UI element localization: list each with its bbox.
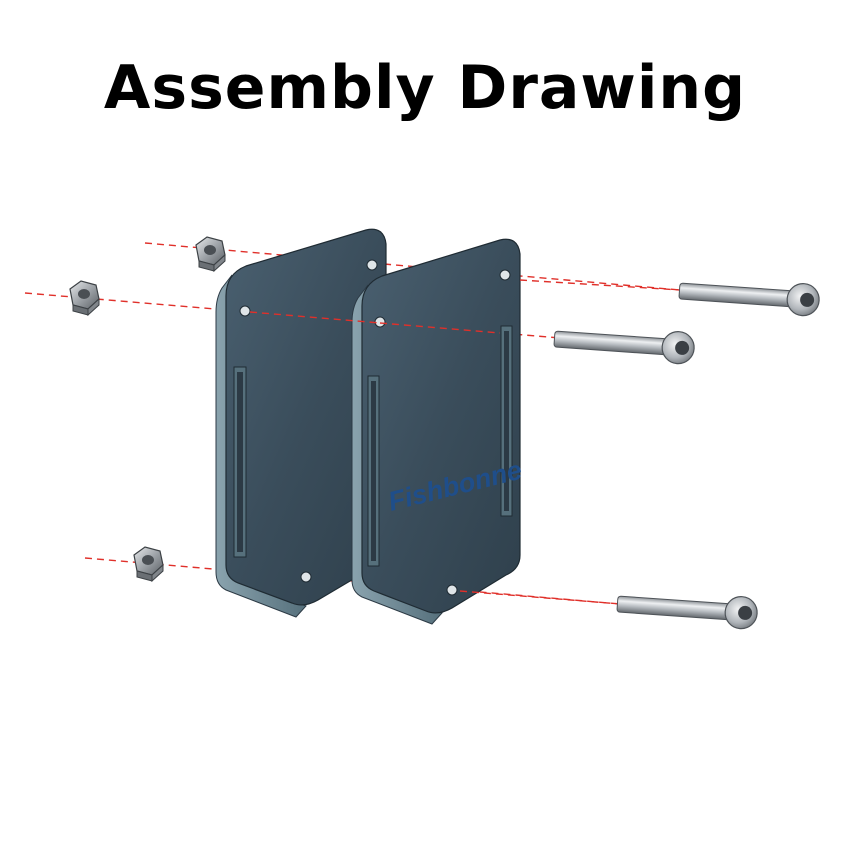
bolt-middle <box>553 330 695 365</box>
bolt-top <box>678 282 820 317</box>
plate-right-hole-bottom <box>446 584 458 596</box>
plate-right-hole-left <box>374 316 386 328</box>
plate-right-face <box>361 238 521 614</box>
bolt-bottom <box>616 595 758 630</box>
nut-top <box>195 236 226 273</box>
plate-left <box>215 228 387 618</box>
page-title: Assembly Drawing <box>103 53 747 123</box>
nut-middle <box>69 280 100 317</box>
plate-right: Fishbonne <box>351 238 525 625</box>
plate-left-hole-bottom <box>300 571 312 583</box>
plate-left-hole-left <box>239 305 251 317</box>
plate-right-hole-top <box>499 269 511 281</box>
plate-left-face <box>225 228 387 606</box>
plate-left-hole-top <box>366 259 378 271</box>
nut-bottom <box>133 546 164 583</box>
